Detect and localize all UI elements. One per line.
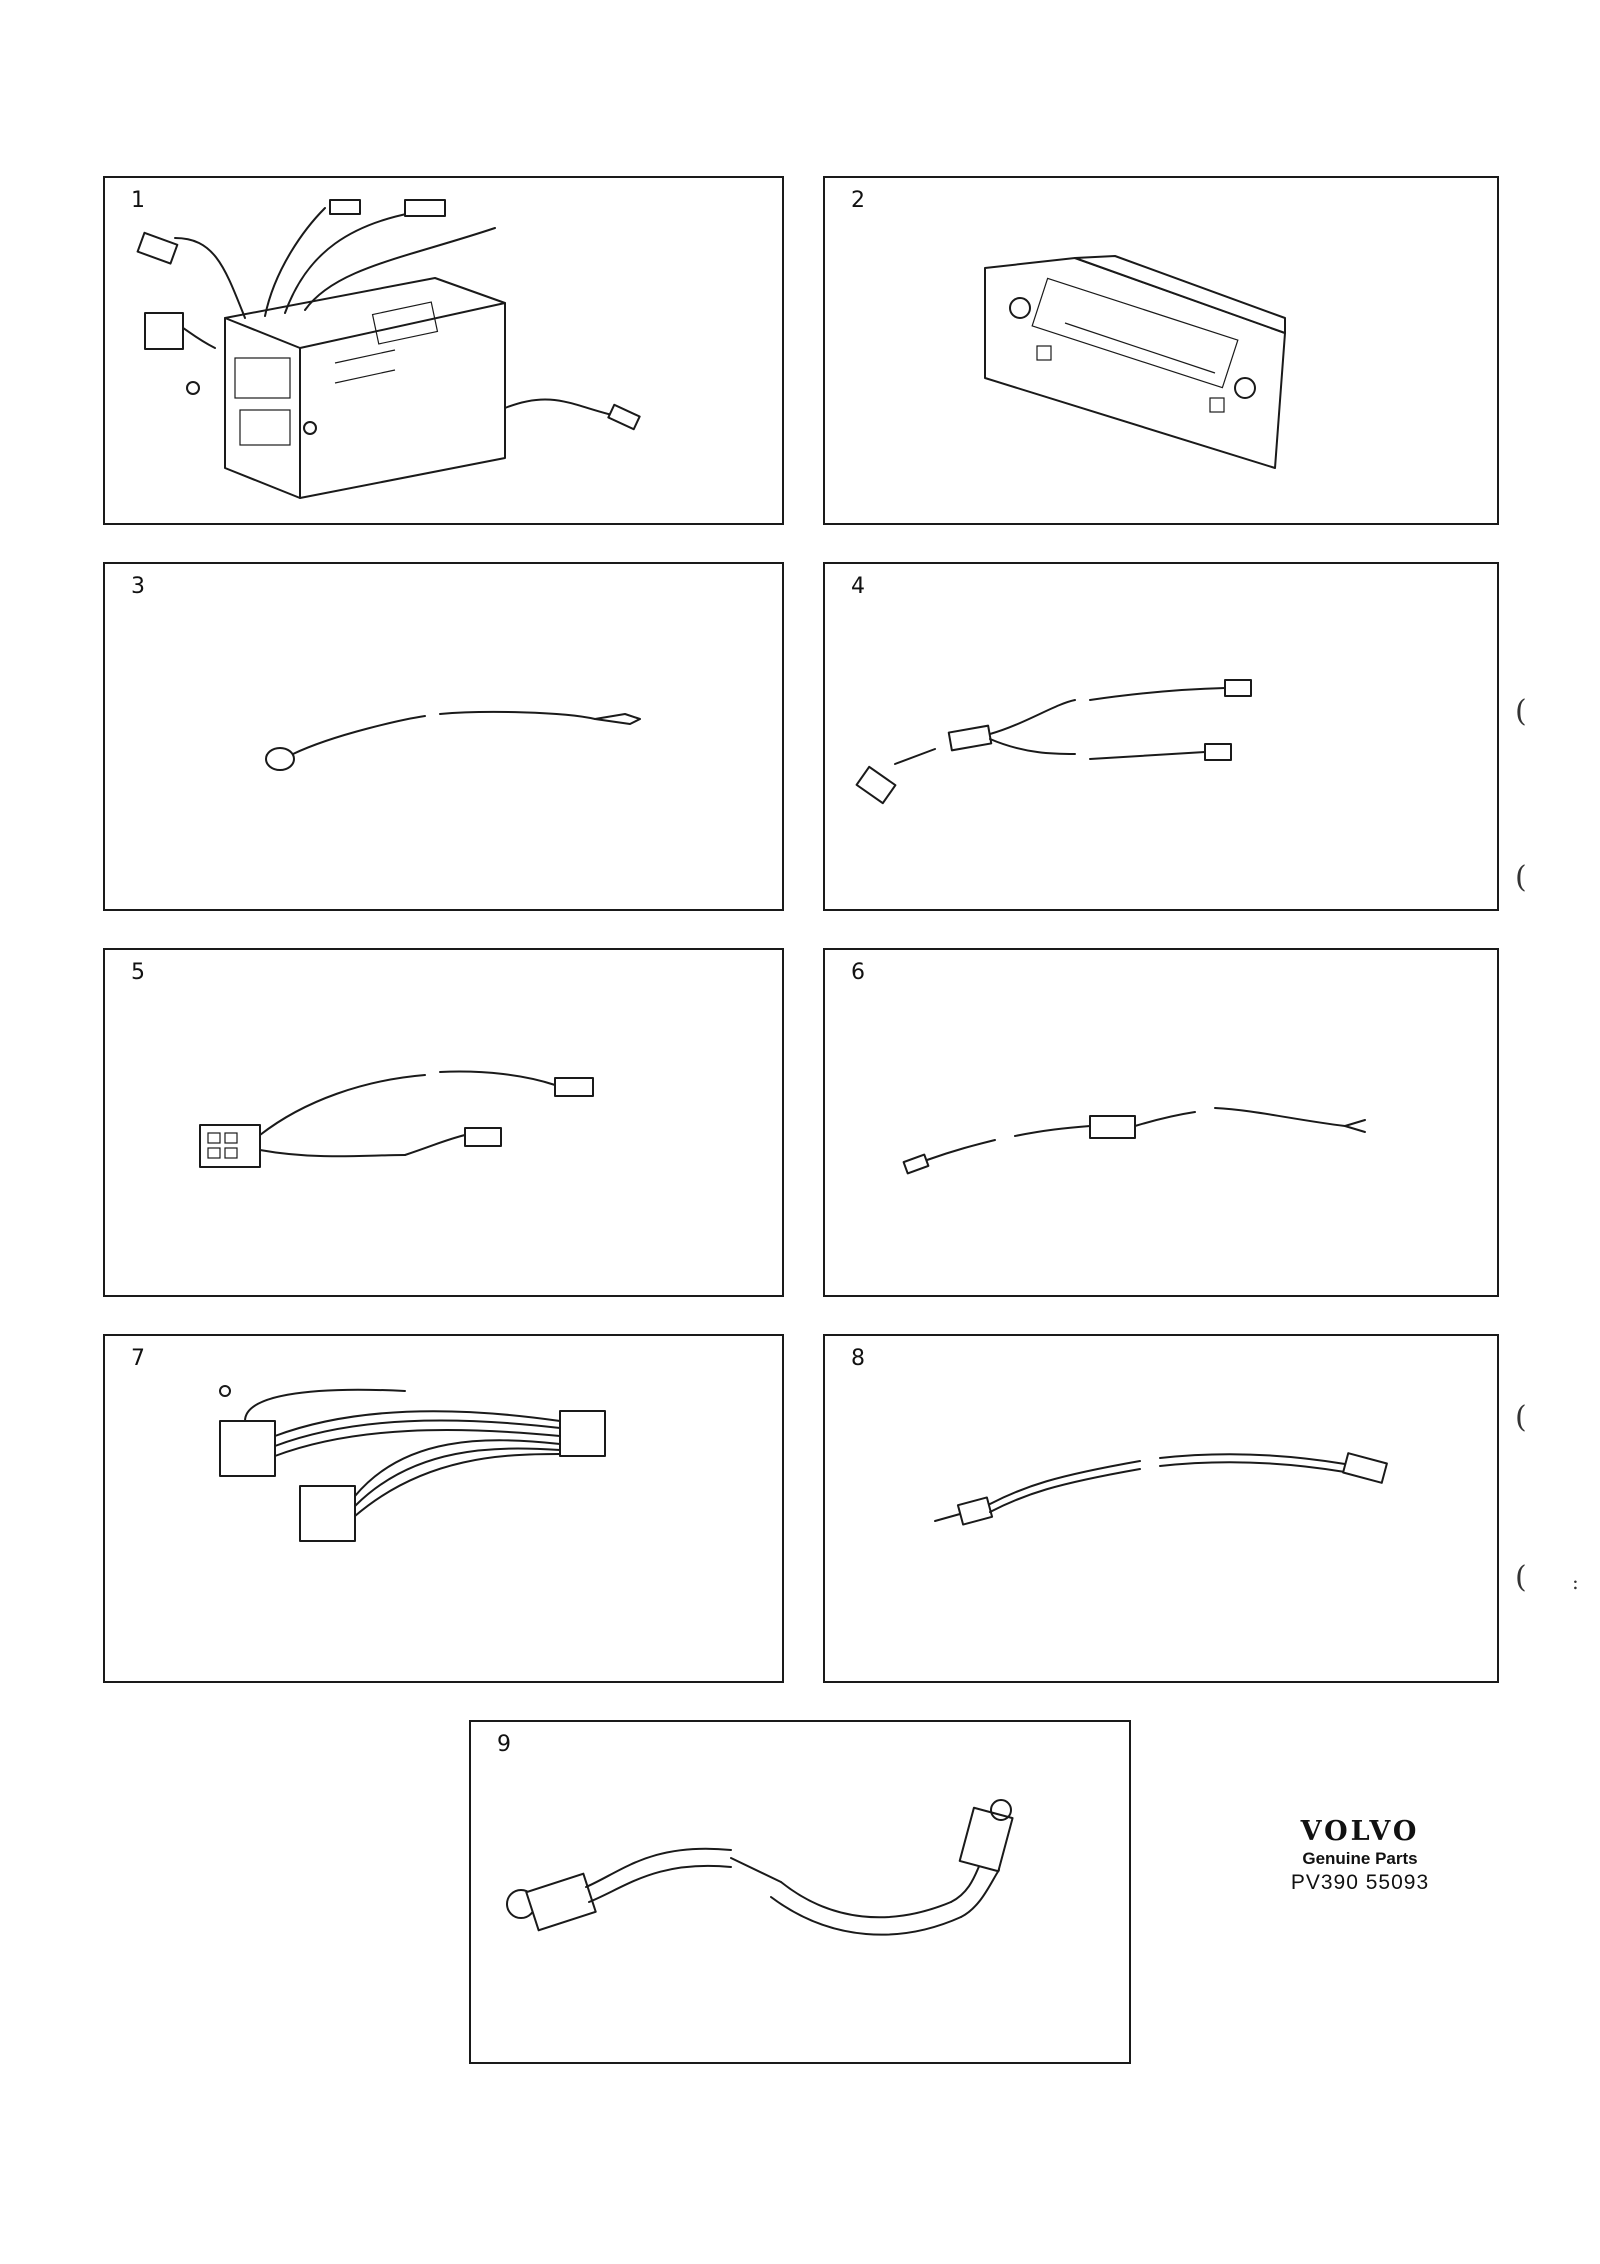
panel-3: 3 xyxy=(103,562,784,911)
panel-number: 7 xyxy=(131,1346,145,1371)
panel-number: 5 xyxy=(131,960,145,985)
panel-number: 1 xyxy=(131,188,145,213)
panel-4: 4 xyxy=(823,562,1499,911)
ground-cable-icon xyxy=(265,710,641,771)
panel-1: 1 xyxy=(103,176,784,525)
margin-mark: : xyxy=(1572,1570,1579,1594)
y-antenna-adapter-icon xyxy=(855,679,1252,805)
panel-number: 6 xyxy=(851,960,865,985)
panel-5: 5 xyxy=(103,948,784,1297)
panel-number: 4 xyxy=(851,574,865,599)
volvo-logo: VOLVO Genuine Parts PV390 55093 xyxy=(1270,1818,1450,1895)
radio-front-panel-icon xyxy=(984,255,1286,469)
iso-wiring-harness-icon xyxy=(219,1385,606,1542)
panel-number: 2 xyxy=(851,188,865,213)
panel-8: 8 xyxy=(823,1334,1499,1683)
logo-brand: VOLVO xyxy=(1300,1816,1420,1847)
speaker-y-harness-icon xyxy=(199,1070,594,1168)
logo-subtitle: Genuine Parts xyxy=(1302,1849,1418,1868)
panel-9: 9 xyxy=(469,1720,1131,2064)
panel-2: 2 xyxy=(823,176,1499,525)
din-cable-icon xyxy=(506,1799,1014,1936)
fused-power-lead-icon xyxy=(902,1107,1366,1175)
part-code: PV390 55093 xyxy=(1290,1871,1430,1894)
panel-number: 3 xyxy=(131,574,145,599)
margin-mark: ( xyxy=(1515,860,1527,895)
margin-mark: ( xyxy=(1515,1560,1527,1595)
panel-number: 8 xyxy=(851,1346,865,1371)
panel-number: 9 xyxy=(497,1732,511,1757)
margin-mark: ( xyxy=(1515,694,1527,729)
panel-6: 6 xyxy=(823,948,1499,1297)
margin-mark: ( xyxy=(1515,1400,1527,1435)
panel-7: 7 xyxy=(103,1334,784,1683)
radio-unit-with-harness-icon xyxy=(136,199,641,499)
antenna-extension-cable-icon xyxy=(934,1452,1388,1526)
